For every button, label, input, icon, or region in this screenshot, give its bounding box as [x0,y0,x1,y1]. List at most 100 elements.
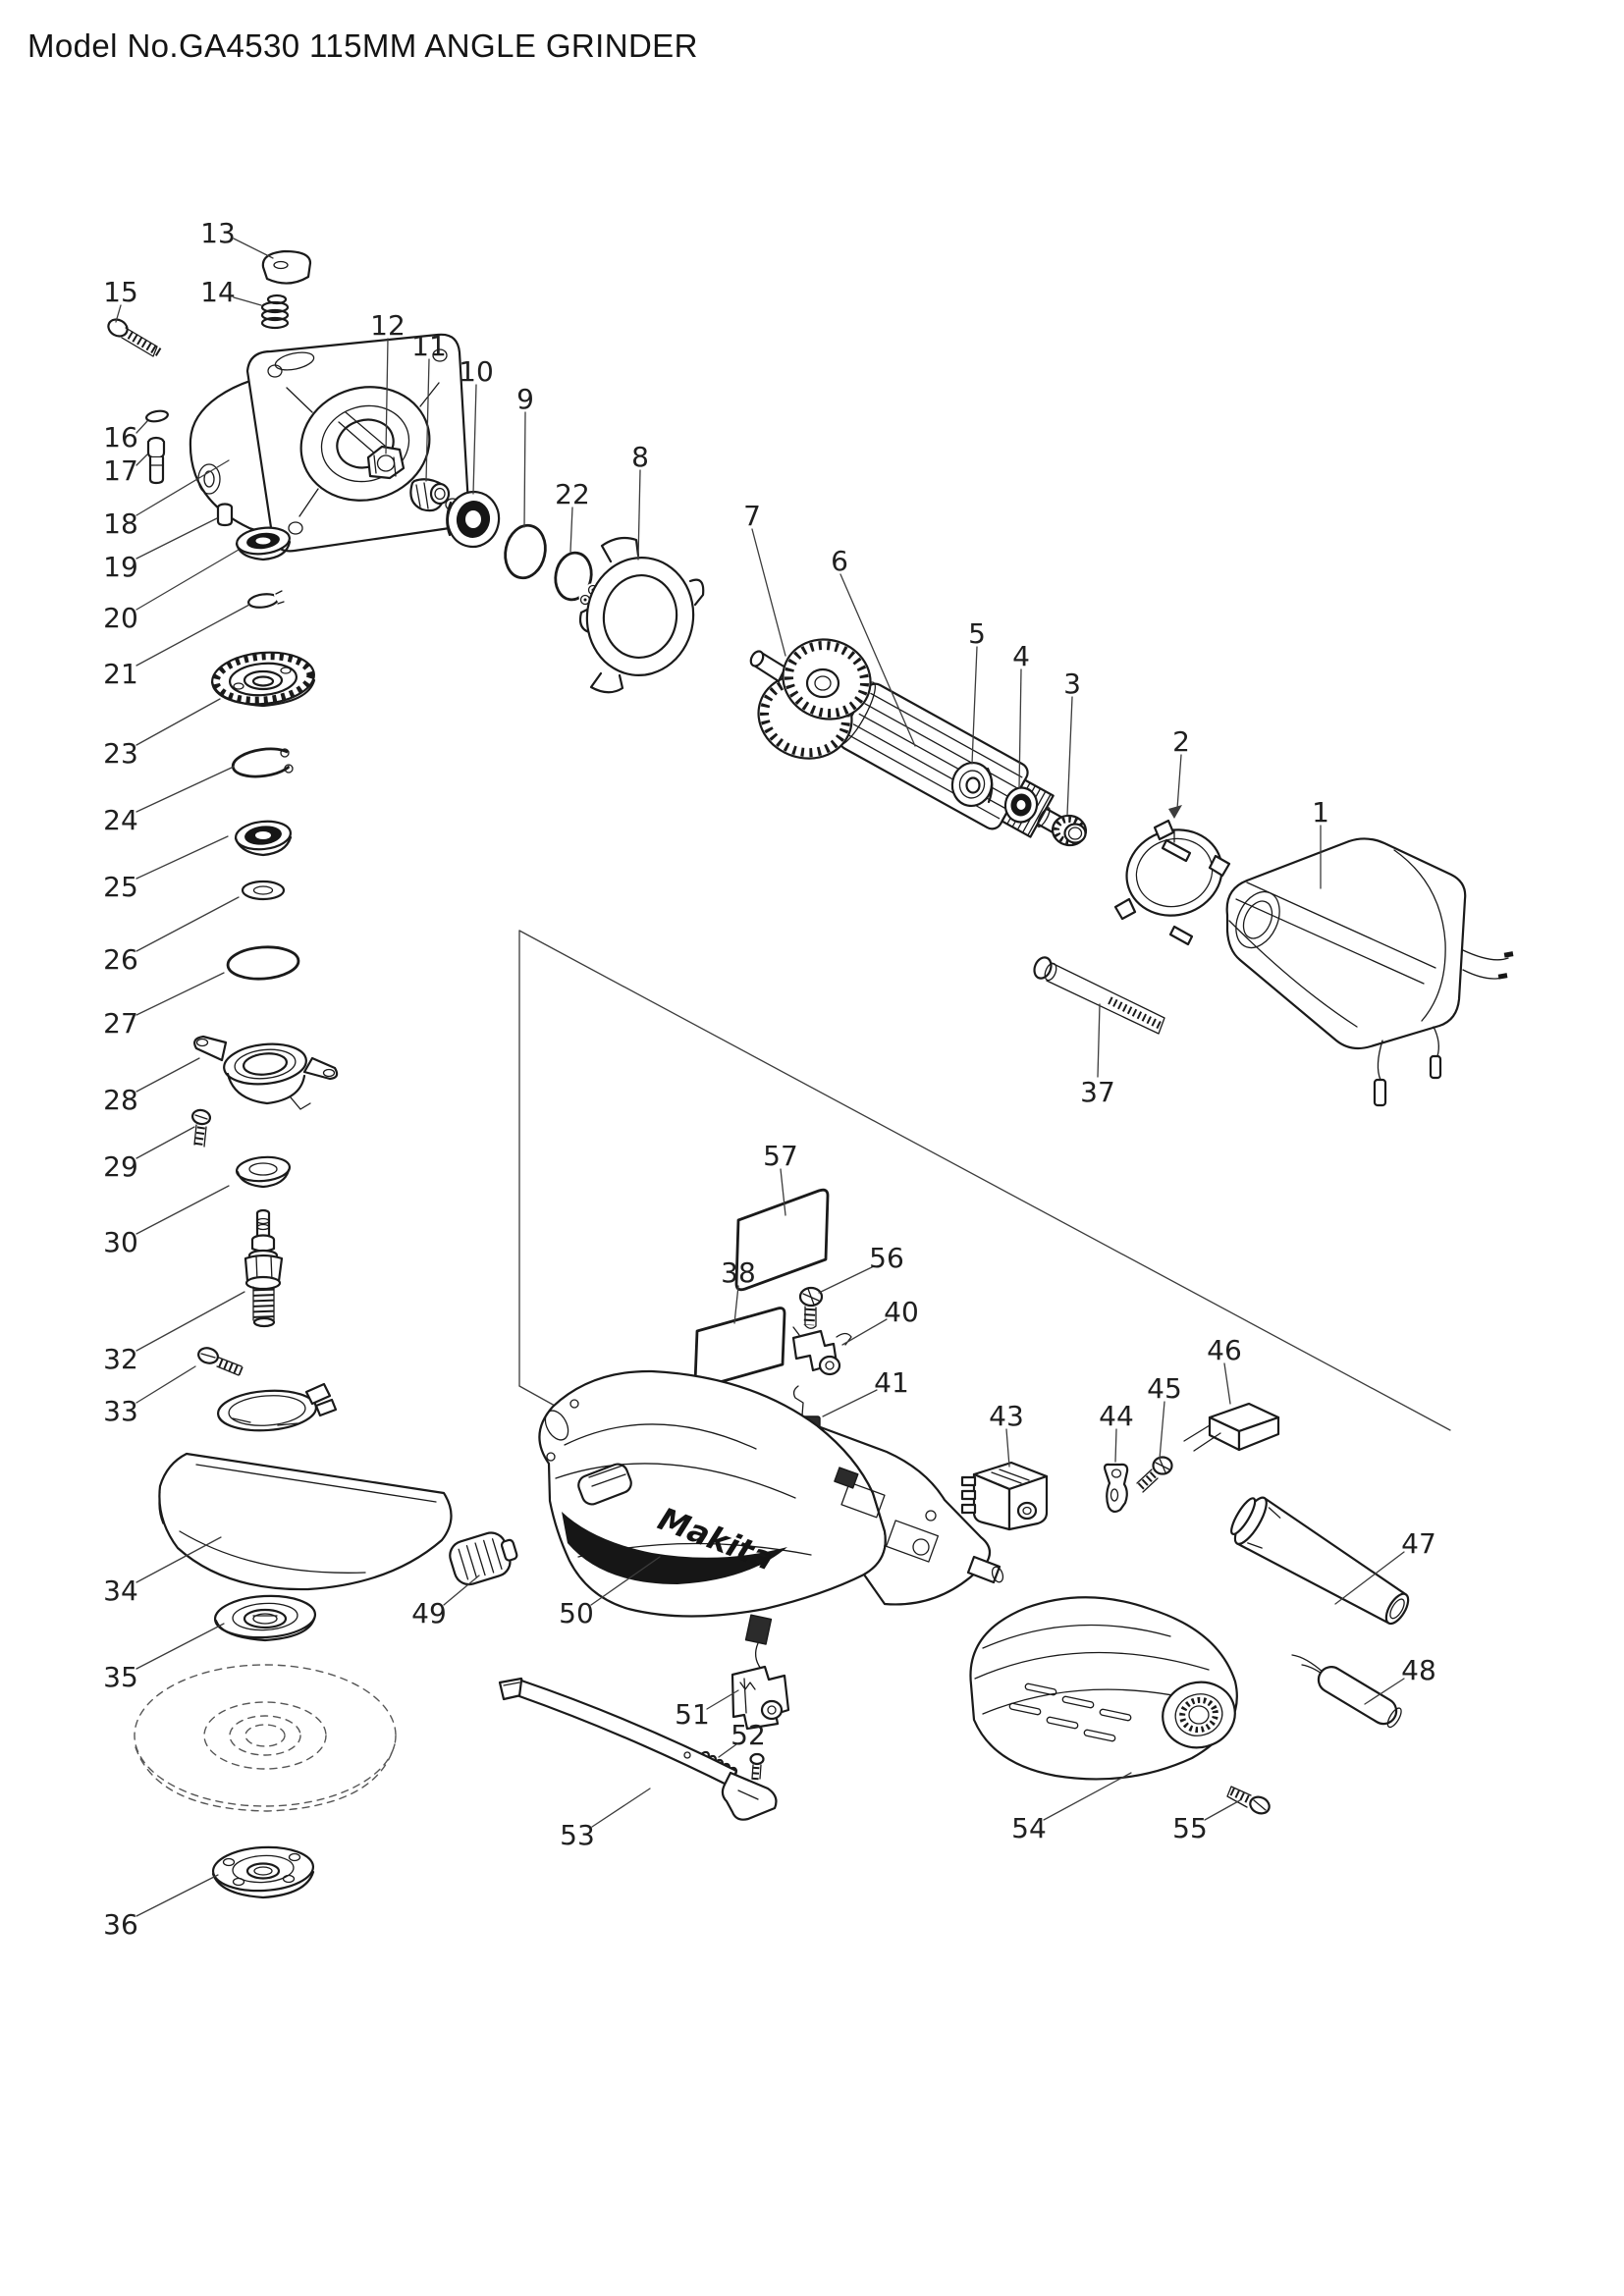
inner-flange-part-35 [213,1594,317,1642]
wheel-guard-part-34 [158,1382,453,1591]
felt-ring-part-30 [235,1155,292,1189]
part-callout-12: 12 [370,309,406,454]
part-callout-43: 43 [989,1400,1024,1468]
part-number-46: 46 [1207,1334,1242,1366]
leader-line-22 [569,507,573,553]
motor-housing-part-50: Makita [538,1369,1004,1618]
part-number-17: 17 [103,454,138,487]
part-callout-53: 53 [560,1788,651,1851]
leader-line-34 [135,1536,222,1583]
page-title: Model No.GA4530 115MM ANGLE GRINDER [27,27,698,64]
part-callouts: 1234567891011121314151617181920212223242… [103,217,1436,1941]
bearing-retainer-part-2 [1113,819,1231,946]
part-number-1: 1 [1312,796,1329,828]
leader-line-18 [135,459,230,516]
part-number-30: 30 [103,1226,138,1258]
leader-line-29 [135,1126,195,1159]
spring-part-14 [260,294,290,330]
part-number-55: 55 [1172,1812,1208,1844]
lock-nut-part-36 [211,1845,315,1899]
leader-line-6 [839,573,916,747]
field-coil-part-1 [1225,837,1514,1107]
knurled-sleeve-part-3 [1051,814,1088,847]
part-callout-7: 7 [743,500,786,657]
part-callout-14: 14 [200,276,262,308]
leader-line-12 [385,338,389,454]
part-number-13: 13 [200,217,236,249]
label-plate-part-38 [693,1307,786,1389]
part-callout-33: 33 [103,1365,196,1427]
leader-line-20 [135,549,240,611]
leader-line-14 [233,296,262,306]
part-callout-6: 6 [831,545,916,747]
switch-lever-part-40 [791,1326,852,1376]
part-callout-38: 38 [721,1256,756,1324]
part-callout-48: 48 [1364,1654,1436,1705]
retaining-clip-part-21 [247,590,285,609]
part-callout-20: 20 [103,549,240,634]
part-callout-21: 21 [103,604,250,690]
leader-line-21 [135,604,250,667]
switch-part-43 [960,1461,1049,1531]
part-callout-1: 1 [1312,796,1329,889]
leader-line-43 [1005,1428,1010,1468]
part-number-29: 29 [103,1150,138,1183]
leader-line-37 [1097,1003,1101,1078]
part-callout-56: 56 [818,1242,904,1294]
part-callout-27: 27 [103,972,225,1040]
part-number-9: 9 [516,383,534,415]
screw-part-55 [1226,1786,1271,1815]
ball-bearing-part-10 [446,490,501,549]
o-ring-part-27 [226,945,300,981]
part-callout-11: 11 [411,330,447,482]
part-number-12: 12 [370,309,406,342]
leader-line-36 [135,1874,219,1917]
part-number-45: 45 [1147,1372,1182,1405]
part-number-2: 2 [1172,725,1190,758]
lock-lever-part-44 [1104,1463,1129,1514]
part-number-10: 10 [459,355,494,388]
part-number-6: 6 [831,545,848,577]
part-number-41: 41 [874,1366,909,1399]
part-callout-16: 16 [103,420,148,454]
leader-line-24 [135,766,235,813]
part-number-26: 26 [103,943,138,976]
part-callout-50: 50 [559,1556,661,1629]
part-callout-13: 13 [200,217,274,259]
part-callout-4: 4 [1012,640,1030,789]
part-callout-51: 51 [675,1689,739,1731]
part-callout-18: 18 [103,459,230,540]
leader-line-51 [706,1689,739,1710]
part-number-50: 50 [559,1597,594,1629]
flanged-washer-part-5 [950,761,994,808]
leader-line-7 [751,528,786,657]
switch-slide-bar-part-53 [498,1677,778,1821]
washer-part-26 [241,880,286,901]
part-callout-49: 49 [411,1575,480,1629]
part-callout-54: 54 [1011,1772,1132,1844]
leader-line-35 [135,1623,225,1670]
leader-line-55 [1204,1799,1241,1821]
part-number-23: 23 [103,737,138,770]
bevel-gear-part-23 [210,651,316,708]
part-number-56: 56 [869,1242,904,1274]
part-number-32: 32 [103,1343,138,1375]
leader-line-28 [135,1057,200,1093]
cooling-fan-and-gear-part-7 [749,638,872,760]
screw-part-45 [1136,1456,1173,1493]
grinding-wheel-dashed [134,1664,397,1812]
part-callout-23: 23 [103,698,221,770]
leader-line-46 [1223,1362,1231,1405]
part-callout-46: 46 [1207,1334,1242,1405]
leader-line-26 [135,896,240,952]
leader-line-50 [590,1556,661,1606]
part-callout-29: 29 [103,1126,195,1183]
part-number-18: 18 [103,507,138,540]
leader-line-8 [637,469,641,561]
rear-cover-part-54 [969,1596,1238,1781]
leader-line-11 [425,358,430,482]
leader-line-16 [135,420,148,434]
part-callout-32: 32 [103,1291,245,1375]
